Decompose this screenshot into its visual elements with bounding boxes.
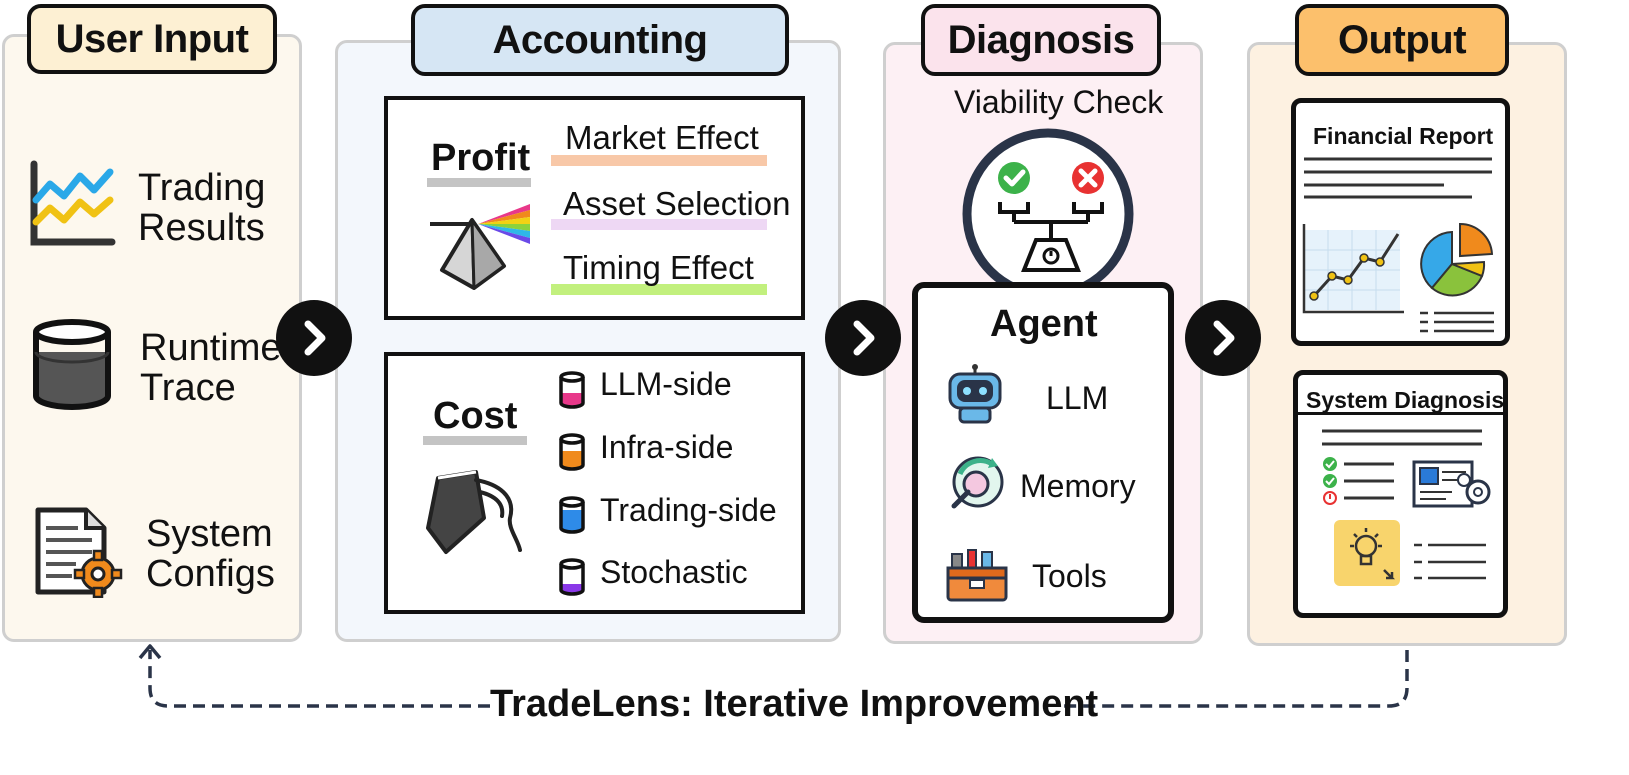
trading-results-label-line1: Trading (138, 167, 266, 209)
balance-scale-icon (962, 128, 1134, 300)
diagnosis-title: Diagnosis (921, 4, 1161, 76)
toolbox-icon (946, 548, 1008, 602)
trading-side-cylinder-icon (558, 496, 586, 534)
tools-label: Tools (1032, 558, 1107, 594)
robot-icon (946, 364, 1004, 424)
viability-check-label: Viability Check (954, 84, 1164, 120)
config-document-gear-icon (32, 506, 124, 599)
accounting-title: Accounting (411, 4, 789, 76)
profit-box (384, 96, 805, 320)
diagnosis-heading-rule (1298, 412, 1503, 415)
report-legend-lines (1420, 310, 1496, 334)
diagnosis-text-lines (1322, 428, 1484, 448)
trading-results-label-line2: Results (138, 207, 265, 249)
line-chart-icon (28, 160, 116, 248)
prism-icon (428, 198, 532, 292)
asset-selection-label: Asset Selection (563, 185, 791, 222)
cost-underline (423, 436, 527, 445)
trading-side-label: Trading-side (600, 492, 777, 528)
flow-arrow-1 (276, 300, 352, 376)
lightbulb-idea-icon (1334, 520, 1400, 586)
llm-side-label: LLM-side (600, 366, 732, 402)
report-line-chart-icon (1298, 222, 1406, 318)
financial-report-heading: Financial Report (1313, 123, 1494, 149)
system-diagnosis-heading: System Diagnosis (1306, 387, 1505, 413)
timing-effect-label: Timing Effect (563, 249, 754, 286)
report-text-lines (1304, 156, 1496, 200)
cost-heading: Cost (433, 395, 518, 437)
market-effect-highlight (551, 155, 767, 166)
flow-arrow-2 (825, 300, 901, 376)
output-title: Output (1295, 4, 1509, 76)
market-effect-label: Market Effect (565, 119, 759, 156)
pouring-pitcher-icon (424, 470, 528, 556)
database-cylinder-icon (30, 318, 114, 410)
stochastic-cylinder-icon (558, 558, 586, 596)
system-configs-label-line1: System (146, 513, 273, 555)
user-input-title: User Input (27, 4, 277, 74)
llm-side-cylinder-icon (558, 371, 586, 409)
asset-selection-highlight (551, 219, 767, 230)
runtime-trace-label-line2: Trace (140, 367, 236, 409)
timing-effect-highlight (551, 284, 767, 295)
feedback-loop-arrow (0, 640, 1629, 740)
stochastic-label: Stochastic (600, 554, 748, 590)
system-configs-label-line2: Configs (146, 553, 275, 595)
diagnosis-checklist-icon (1322, 456, 1398, 506)
memory-label: Memory (1020, 468, 1136, 504)
runtime-trace-label-line1: Runtime (140, 327, 282, 369)
profit-underline (427, 178, 531, 187)
brain-search-icon (946, 454, 1006, 514)
chip-gear-icon (1412, 458, 1494, 510)
infra-side-cylinder-icon (558, 433, 586, 471)
infra-side-label: Infra-side (600, 429, 734, 465)
llm-label: LLM (1046, 380, 1109, 416)
flow-arrow-3 (1185, 300, 1261, 376)
diagnosis-bullet-lines (1414, 542, 1488, 582)
agent-heading: Agent (990, 303, 1098, 345)
cost-box (384, 352, 805, 614)
profit-heading: Profit (431, 137, 531, 179)
iterative-improvement-label: TradeLens: Iterative Improvement (490, 683, 1099, 725)
report-pie-chart-icon (1414, 220, 1502, 304)
